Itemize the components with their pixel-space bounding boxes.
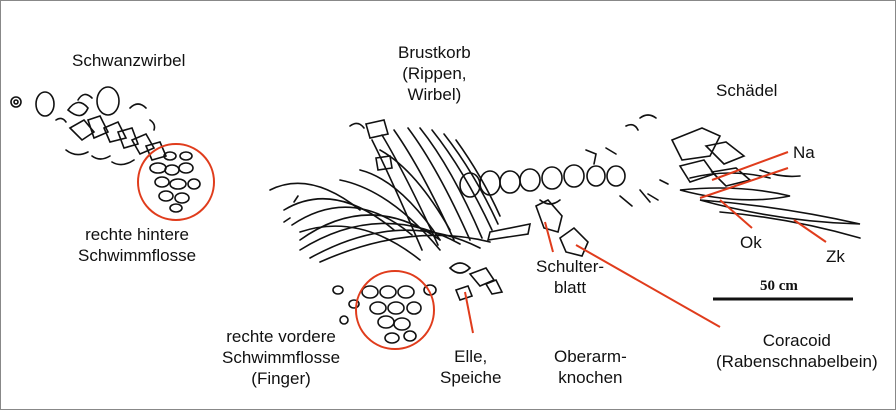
label-brustkorb: Brustkorb (Rippen, Wirbel) bbox=[398, 42, 471, 105]
label-coracoid: Coracoid (Rabenschnabelbein) bbox=[716, 330, 878, 372]
scapula-outline bbox=[536, 200, 562, 232]
label-coracoid-line1: Coracoid bbox=[716, 330, 878, 351]
label-vordere-line2: Schwimmflosse bbox=[222, 347, 340, 368]
ulna-pointer bbox=[465, 292, 473, 333]
tail-vertebrae bbox=[11, 87, 166, 165]
label-schwanzwirbel: Schwanzwirbel bbox=[72, 50, 185, 71]
label-oberarmknochen: Oberarm- knochen bbox=[554, 346, 627, 388]
label-oberarm-line1: Oberarm- bbox=[554, 346, 627, 367]
label-hintere-line1: rechte hintere bbox=[78, 224, 196, 245]
label-oberarm-line2: knochen bbox=[554, 367, 627, 388]
label-vordere-schwimmflosse: rechte vordere Schwimmflosse (Finger) bbox=[222, 326, 340, 389]
label-brustkorb-line3: Wirbel) bbox=[398, 84, 471, 105]
label-schaedel: Schädel bbox=[716, 80, 777, 101]
label-hintere-schwimmflosse: rechte hintere Schwimmflosse bbox=[78, 224, 196, 266]
label-elle-line1: Elle, bbox=[440, 346, 501, 367]
label-hintere-line2: Schwimmflosse bbox=[78, 245, 196, 266]
label-na: Na bbox=[793, 142, 815, 163]
label-coracoid-line2: (Rabenschnabelbein) bbox=[716, 351, 878, 372]
label-vordere-line3: (Finger) bbox=[222, 368, 340, 389]
label-schulter-line1: Schulter- bbox=[536, 256, 604, 277]
na-pointer-1 bbox=[712, 152, 788, 180]
humerus-outline bbox=[488, 224, 530, 240]
label-brustkorb-line1: Brustkorb bbox=[398, 42, 471, 63]
zk-pointer bbox=[794, 220, 826, 242]
label-ok: Ok bbox=[740, 232, 762, 253]
scapula-pointer bbox=[545, 222, 553, 252]
fore-flipper-circle bbox=[356, 271, 434, 349]
label-schulter-line2: blatt bbox=[536, 277, 604, 298]
label-elle-speiche: Elle, Speiche bbox=[440, 346, 501, 388]
label-brustkorb-line2: (Rippen, bbox=[398, 63, 471, 84]
hind-flipper-bones bbox=[150, 152, 200, 212]
label-vordere-line1: rechte vordere bbox=[222, 326, 340, 347]
label-schulterblatt: Schulter- blatt bbox=[536, 256, 604, 298]
label-zk: Zk bbox=[826, 246, 845, 267]
rib-cage bbox=[270, 120, 500, 262]
coracoid-outline bbox=[560, 228, 588, 256]
label-elle-line2: Speiche bbox=[440, 367, 501, 388]
scale-bar-label: 50 cm bbox=[760, 278, 798, 295]
vertebral-column bbox=[460, 148, 650, 206]
fore-flipper-bones bbox=[333, 285, 436, 343]
